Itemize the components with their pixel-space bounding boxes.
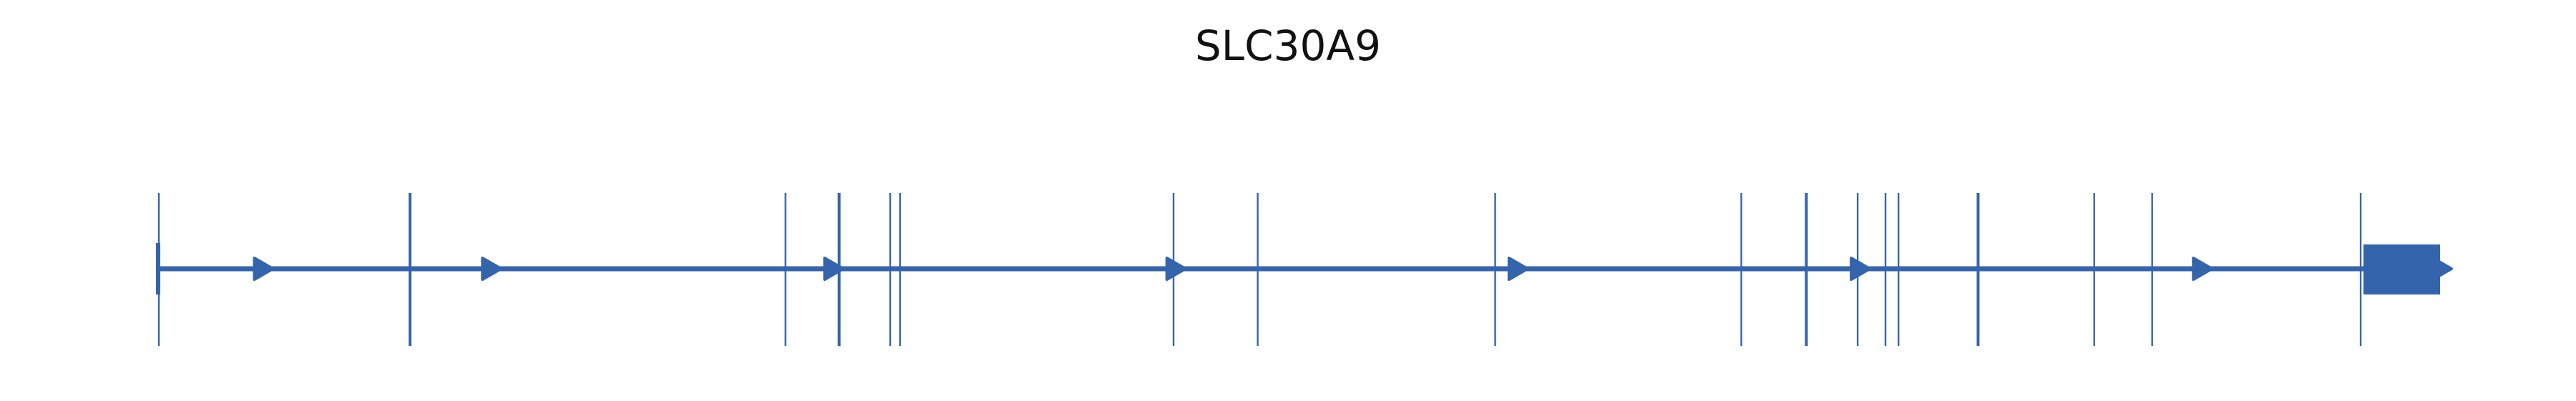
direction-arrow-7 [2192, 257, 2214, 281]
direction-arrow-4 [1165, 257, 1187, 281]
direction-arrow-1 [253, 257, 275, 281]
utr-exon-block [2363, 244, 2440, 294]
direction-arrow-6 [1850, 257, 1872, 281]
direction-arrow-3 [823, 257, 845, 281]
transcript-start-tick [156, 243, 160, 294]
direction-arrow-5 [1507, 257, 1529, 281]
gene-title: SLC30A9 [1195, 21, 1381, 70]
direction-arrow-2 [481, 257, 503, 281]
